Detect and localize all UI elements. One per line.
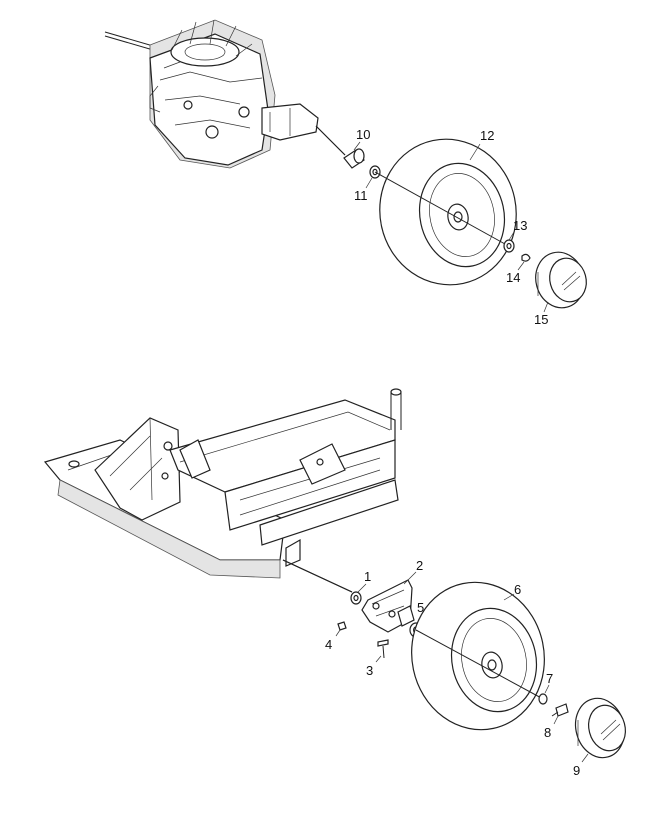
tractor-frame — [43, 388, 402, 593]
nut-part-4 — [337, 621, 347, 631]
callout-9: 9 — [573, 763, 580, 778]
callout-13: 13 — [513, 218, 527, 233]
callout-1: 1 — [364, 569, 371, 584]
callout-7: 7 — [546, 671, 553, 686]
callout-3: 3 — [366, 663, 373, 678]
callout-14: 14 — [506, 270, 520, 285]
transaxle — [104, 19, 346, 169]
callout-6: 6 — [514, 582, 521, 597]
callout-10: 10 — [356, 127, 370, 142]
callout-8: 8 — [544, 725, 551, 740]
bolt-part-8 — [551, 703, 569, 717]
upper-assembly — [104, 19, 587, 309]
callout-5: 5 — [417, 600, 424, 615]
wheel-part-12 — [374, 138, 517, 286]
bushing-part-10 — [343, 148, 365, 169]
callout-12: 12 — [480, 128, 494, 143]
bolt-part-3 — [377, 639, 389, 659]
bushing-part-1 — [350, 591, 362, 605]
washer-part-13 — [503, 239, 515, 253]
callout-4: 4 — [325, 637, 332, 652]
callout-15: 15 — [534, 312, 548, 327]
hubcap-part-15 — [535, 251, 587, 309]
lower-assembly — [43, 388, 626, 759]
hubcap-part-9 — [574, 697, 626, 759]
spindle-bracket-part-2 — [361, 579, 415, 633]
lower-callouts: 1 2 3 4 5 6 7 8 9 — [325, 558, 589, 778]
callout-2: 2 — [416, 558, 423, 573]
clip-part-14 — [521, 253, 531, 262]
washer-part-7 — [538, 693, 548, 705]
callout-11: 11 — [354, 188, 368, 203]
wheel-part-6 — [411, 581, 546, 731]
upper-callouts: 10 11 12 13 14 15 — [353, 127, 548, 327]
